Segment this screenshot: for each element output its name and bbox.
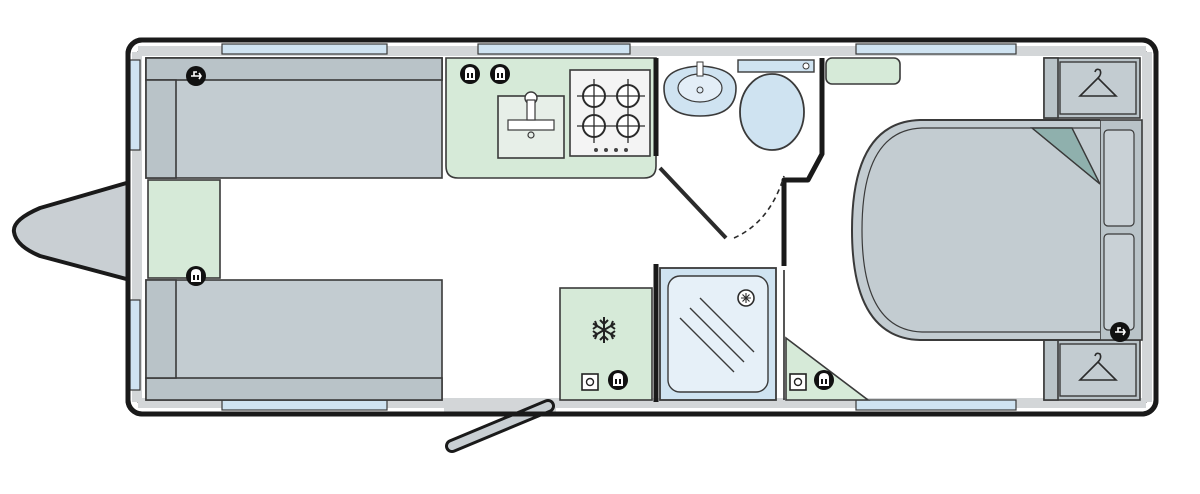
usb-socket-icon [1110, 322, 1130, 342]
front-lounge [145, 57, 443, 401]
washroom-door [658, 166, 728, 240]
window-top-2 [477, 43, 631, 55]
coat-hanger-icon [1078, 352, 1118, 381]
fridge-unit [559, 287, 653, 401]
window-front-2 [129, 299, 141, 391]
window-front-1 [129, 59, 141, 151]
power-socket-icon [814, 370, 834, 390]
wardrobe-top [825, 57, 901, 85]
corner-unit [785, 336, 871, 401]
tow-hitch [11, 180, 132, 282]
hob [569, 69, 651, 157]
toilet-bowl [739, 73, 805, 151]
entrance-door [444, 399, 556, 453]
tv-aerial-socket-icon [581, 373, 599, 391]
coat-hanger-icon [1078, 68, 1118, 97]
power-socket-icon [186, 266, 206, 286]
power-socket-icon [460, 64, 480, 84]
usb-socket-icon [186, 66, 206, 86]
window-top-1 [221, 43, 388, 55]
snowflake-icon [592, 317, 616, 343]
power-socket-icon [608, 370, 628, 390]
window-bottom-1 [221, 399, 388, 411]
washroom [653, 58, 825, 266]
power-socket-icon [490, 64, 510, 84]
door-swing-arc [733, 175, 785, 239]
window-bottom-2 [855, 399, 1017, 411]
tv-aerial-socket-icon [789, 373, 807, 391]
shower [653, 264, 785, 402]
kitchen [445, 57, 657, 179]
fixed-bed-bedroom [850, 57, 1143, 401]
toilet-cistern [737, 59, 815, 73]
front-table-unit [147, 179, 221, 279]
island-bed [850, 119, 1100, 341]
shower-drain-icon [737, 289, 755, 307]
window-top-3 [855, 43, 1017, 55]
